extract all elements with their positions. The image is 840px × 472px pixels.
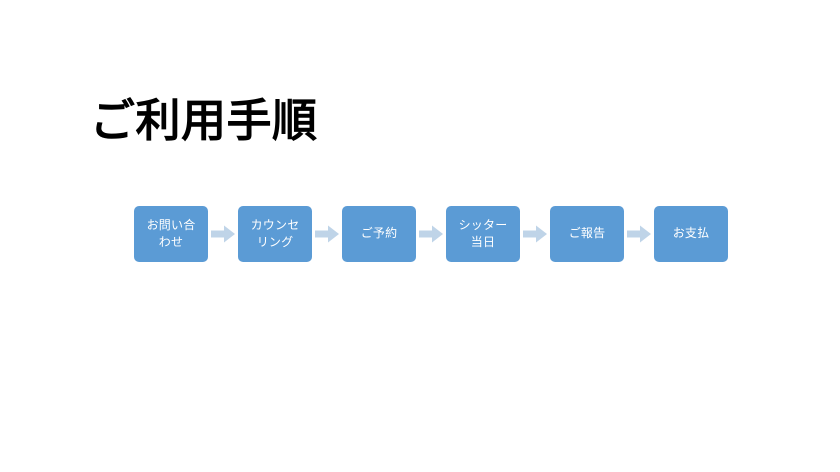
arrow-right-icon	[627, 225, 651, 243]
flow-step-1[interactable]: お問い合 わせ	[134, 206, 208, 262]
arrow-step-5-to-6	[624, 206, 654, 262]
flow-step-4-label: シッター 当日	[458, 217, 508, 249]
arrow-step-4-to-5	[520, 206, 550, 262]
flow-step-5-label: ご報告	[568, 226, 606, 241]
flow-step-6-label: お支払	[672, 226, 710, 241]
flow-step-2-label: カウンセ リング	[250, 217, 300, 249]
arrow-step-2-to-3	[312, 206, 342, 262]
flow-step-3[interactable]: ご予約	[342, 206, 416, 262]
arrow-right-icon	[315, 225, 339, 243]
arrow-step-3-to-4	[416, 206, 446, 262]
flow-step-6[interactable]: お支払	[654, 206, 728, 262]
arrow-right-icon	[211, 225, 235, 243]
flow-step-4[interactable]: シッター 当日	[446, 206, 520, 262]
flow-step-2[interactable]: カウンセ リング	[238, 206, 312, 262]
arrow-step-1-to-2	[208, 206, 238, 262]
flow-step-5[interactable]: ご報告	[550, 206, 624, 262]
page-title: ご利用手順	[90, 94, 318, 147]
process-flow-diagram: お問い合 わせ カウンセ リング ご予約	[134, 206, 728, 262]
arrow-right-icon	[419, 225, 443, 243]
arrow-right-icon	[523, 225, 547, 243]
flow-step-3-label: ご予約	[360, 226, 398, 241]
flow-step-1-label: お問い合 わせ	[146, 217, 196, 249]
